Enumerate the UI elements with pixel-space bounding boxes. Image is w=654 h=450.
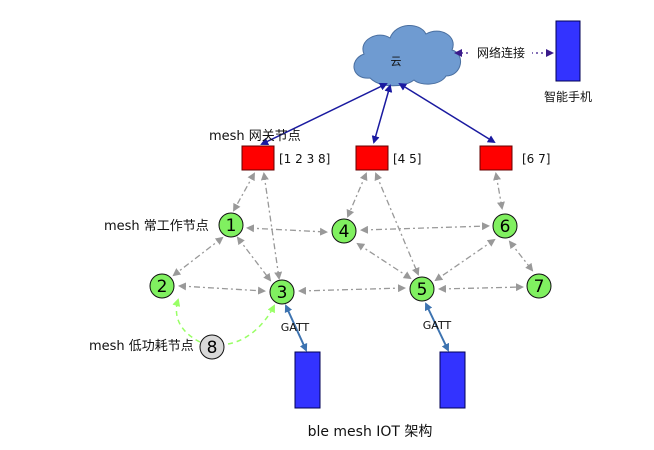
mesh-node-6: 6 (492, 213, 518, 239)
cloud-label: 云 (391, 55, 402, 68)
node-7-number: 7 (534, 277, 545, 297)
link-gw2-node5 (374, 172, 420, 276)
node-3-number: 3 (277, 283, 288, 303)
link-gw2-node4 (346, 172, 368, 218)
cloud-icon (353, 25, 461, 87)
gatt-label-1: GATT (281, 321, 310, 334)
link-node5-node7 (438, 283, 524, 293)
mesh-node-3: 3 (269, 279, 295, 305)
link-node3-node5 (298, 284, 406, 295)
lowpower-node-8: 8 (199, 334, 225, 360)
link-node8-node2 (172, 298, 201, 343)
node-6-number: 6 (500, 217, 511, 237)
mesh-node-5: 5 (409, 276, 435, 302)
ble-device-2 (439, 351, 466, 409)
node-8-number: 8 (207, 338, 218, 358)
mesh-node-2: 2 (149, 273, 175, 299)
uplink-gateway-3 (398, 82, 496, 144)
diagram-caption: ble mesh IOT 架构 (308, 424, 433, 440)
link-node5-node6 (434, 238, 496, 282)
gateway-2-members: [4 5] (393, 152, 421, 166)
link-node1-node2 (172, 236, 224, 277)
normal-node-label: mesh 常工作节点 (104, 219, 209, 234)
link-node8-node3 (227, 304, 275, 345)
gatt-link-node5 (424, 302, 450, 352)
mesh-node-7: 7 (526, 273, 552, 299)
ble-device-1 (294, 351, 321, 409)
uplink-gateway-2 (371, 84, 393, 144)
gatt-label-2: GATT (423, 319, 452, 332)
link-gw1-node1 (233, 172, 255, 212)
node-1-number: 1 (226, 216, 237, 236)
smartphone-label: 智能手机 (544, 89, 592, 104)
link-node1-node3 (236, 236, 272, 282)
link-node6-node7 (508, 240, 534, 272)
link-node2-node3 (178, 282, 266, 295)
node-5-number: 5 (417, 280, 428, 300)
link-node1-node4 (246, 224, 328, 236)
uplink-gateway-1 (260, 83, 388, 145)
mesh-node-4: 4 (331, 218, 357, 244)
node-4-number: 4 (339, 222, 350, 242)
link-node4-node5 (356, 242, 412, 280)
gatt-link-node3 (284, 304, 308, 352)
network-link-label: 网络连接 (477, 45, 525, 60)
link-gw1-node3 (260, 172, 283, 280)
node-2-number: 2 (157, 277, 168, 297)
gateway-node-3 (479, 145, 513, 171)
gateway-node-2 (355, 145, 389, 171)
link-gw3-node6 (493, 172, 505, 210)
link-node4-node6 (360, 222, 490, 234)
link-label-bg (470, 44, 532, 61)
gateway-3-members: [6 7] (522, 152, 550, 166)
gateway-node-1 (241, 145, 275, 171)
gateway-label: mesh 网关节点 (209, 129, 301, 144)
lowpower-node-label: mesh 低功耗节点 (89, 339, 194, 354)
mesh-node-1: 1 (218, 212, 244, 238)
gateway-1-members: [1 2 3 8] (279, 152, 330, 166)
smartphone-device (555, 20, 581, 82)
